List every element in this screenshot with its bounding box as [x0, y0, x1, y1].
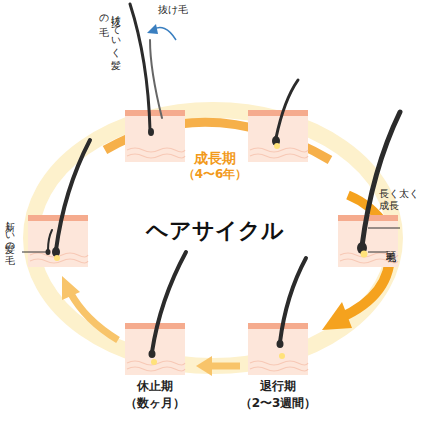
callout-text: 長く太く成長 — [379, 188, 423, 211]
leader-line — [368, 252, 388, 253]
arrow-head — [322, 302, 352, 330]
phase-name: 退行期 — [228, 380, 328, 394]
phase-duration: （4〜6年） — [160, 168, 270, 182]
phase-name: 休止期 — [105, 380, 205, 394]
phase-duration: （数ヶ月） — [100, 397, 210, 411]
leader-line — [22, 252, 46, 253]
skin-section — [248, 110, 308, 162]
phase-name: 成長期 — [165, 150, 265, 166]
follicle-bulbs — [46, 128, 368, 365]
arrow-head — [62, 276, 80, 300]
arrow-head — [196, 356, 212, 376]
skin-section — [125, 110, 185, 162]
skin-section — [248, 323, 308, 375]
callout-text: 抜けていく髪の毛 — [98, 8, 121, 62]
hairs — [48, 4, 400, 352]
renewal-arrow — [70, 292, 118, 340]
callout-text: 新しい髪の毛 — [4, 214, 16, 298]
leader-line — [368, 228, 400, 229]
rest-arrow — [210, 363, 240, 370]
callout-text: 抜け毛 — [158, 4, 188, 16]
phase-duration: （2〜3週間） — [218, 397, 338, 411]
diagram-title: ヘアサイクル — [135, 218, 295, 243]
callout-text: 毛乳頭 — [385, 244, 397, 288]
arrow-head — [147, 24, 158, 34]
